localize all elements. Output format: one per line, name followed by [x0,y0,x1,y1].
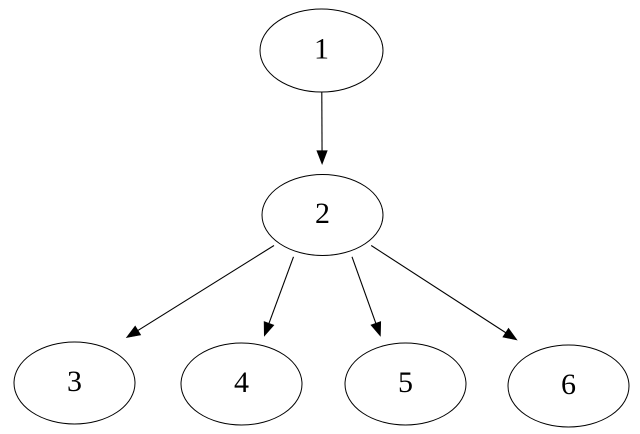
edge-line [370,245,512,337]
nodes-layer: 1 2 3 4 5 6 [13,8,630,428]
node-ellipse-shape [344,342,467,426]
graph-edge-2-to-5[interactable] [351,256,382,337]
graph-edge-1-to-2[interactable] [316,91,328,166]
node-label: 2 [315,197,330,230]
arrowhead-icon [125,325,142,339]
graph-node-2[interactable]: 2 [261,174,384,256]
graph-edge-2-to-6[interactable] [370,245,518,341]
node-ellipse-shape [259,8,384,93]
edges-layer [125,91,518,341]
arrowhead-icon [263,321,275,337]
graph-node-4[interactable]: 4 [180,342,303,426]
edge-line [351,256,379,330]
node-ellipse-shape [261,174,384,256]
graph-edge-2-to-4[interactable] [263,256,295,337]
node-label: 6 [561,368,576,401]
edge-line [266,256,295,330]
node-label: 4 [234,366,249,399]
edge-line [132,245,275,335]
graph-node-5[interactable]: 5 [344,342,467,426]
node-label: 5 [398,366,413,399]
node-ellipse-shape [13,341,136,425]
arrowhead-icon [370,321,382,337]
graph-edge-2-to-3[interactable] [125,245,275,339]
graph-node-3[interactable]: 3 [13,341,136,425]
node-label: 3 [67,365,82,398]
arrowhead-icon [502,327,518,341]
node-ellipse-shape [507,344,630,428]
arrowhead-icon [316,150,328,166]
graph-node-6[interactable]: 6 [507,344,630,428]
node-label: 1 [314,32,329,65]
node-ellipse-shape [180,342,303,426]
graph-node-1[interactable]: 1 [259,8,384,93]
